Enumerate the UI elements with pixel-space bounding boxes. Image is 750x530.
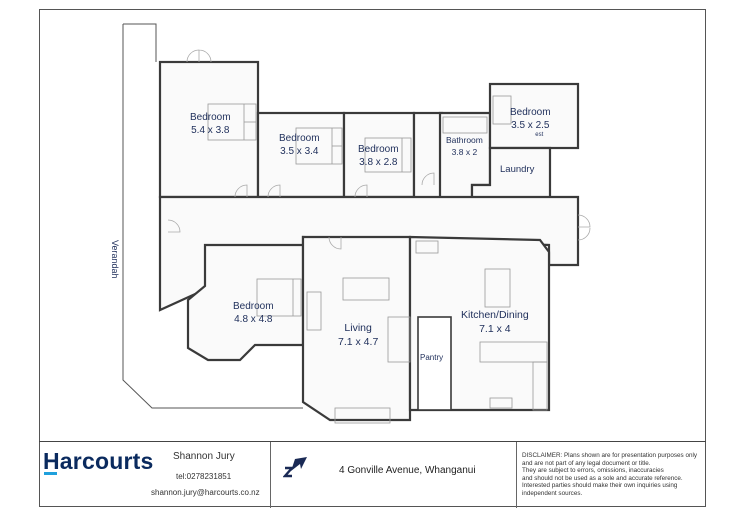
- disclaimer-line: They are subject to errors, omissions, i…: [522, 467, 664, 475]
- room-name: Living: [344, 322, 372, 334]
- north-arrow-icon: [283, 457, 307, 478]
- room-label-laundry: Laundry: [500, 164, 535, 175]
- room-size: 3.5 x 3.4: [280, 146, 319, 157]
- room-label-living: Living 7.1 x 4.7: [338, 321, 378, 349]
- disclaimer-line: and are not part of any legal document o…: [522, 459, 651, 467]
- room-label-bathroom: Bathroom 3.8 x 2: [446, 134, 483, 158]
- page-frame: [39, 9, 706, 507]
- disclaimer-line: DISCLAIMER: Plans shown are for presenta…: [522, 452, 697, 459]
- agent-panel: Harcourts Shannon Jury tel:0278231851 sh…: [39, 442, 271, 508]
- room-size: 3.5 x 2.5: [511, 120, 550, 131]
- room-size: 3.8 x 2: [451, 147, 478, 157]
- footer: Harcourts Shannon Jury tel:0278231851 sh…: [39, 441, 706, 508]
- disclaimer-line: and should not be used as a sole and acc…: [522, 474, 683, 482]
- room-name: Bedroom: [510, 107, 551, 118]
- room-label-bedroom-2: Bedroom 3.5 x 3.4: [279, 132, 320, 158]
- room-size: 3.8 x 2.8: [359, 157, 398, 168]
- disclaimer-text: DISCLAIMER: Plans shown are for presenta…: [522, 452, 704, 498]
- disclaimer-panel: DISCLAIMER: Plans shown are for presenta…: [517, 442, 706, 508]
- room-label-bedroom-5: Bedroom 4.8 x 4.8: [233, 300, 274, 326]
- agent-phone[interactable]: tel:0278231851: [176, 472, 232, 481]
- room-name: Kitchen/Dining: [461, 309, 529, 321]
- room-label-verandah: Verandah: [110, 240, 120, 279]
- room-label-pantry: Pantry: [420, 353, 444, 362]
- agent-name: Shannon Jury: [173, 451, 235, 462]
- room-label-bedroom-1: Bedroom 5.4 x 3.8: [190, 111, 231, 137]
- room-label-bedroom-3: Bedroom 3.8 x 2.8: [358, 143, 399, 169]
- brand-logo: Harcourts: [43, 448, 154, 474]
- room-note: est: [535, 132, 544, 138]
- room-name: Bedroom: [279, 133, 320, 144]
- room-name: Bedroom: [233, 301, 274, 312]
- room-size: 5.4 x 3.8: [191, 125, 230, 136]
- brand-underline: [44, 472, 57, 475]
- room-size: 4.8 x 4.8: [234, 314, 273, 325]
- room-label-kitchen-dining: Kitchen/Dining 7.1 x 4: [461, 308, 529, 336]
- agent-email[interactable]: shannon.jury@harcourts.co.nz: [151, 488, 260, 497]
- disclaimer-line: independent sources.: [522, 489, 583, 497]
- room-size: 7.1 x 4: [479, 323, 511, 335]
- room-size: 7.1 x 4.7: [338, 336, 379, 348]
- room-label-bedroom-4: Bedroom 3.5 x 2.5 est: [510, 106, 551, 138]
- address-panel: 4 Gonville Avenue, Whanganui: [271, 442, 517, 508]
- room-name: Bedroom: [358, 144, 399, 155]
- disclaimer-line: Interested parties should make their own…: [522, 482, 678, 490]
- room-name: Bedroom: [190, 112, 231, 123]
- property-address: 4 Gonville Avenue, Whanganui: [339, 465, 476, 476]
- room-name: Bathroom: [446, 135, 483, 145]
